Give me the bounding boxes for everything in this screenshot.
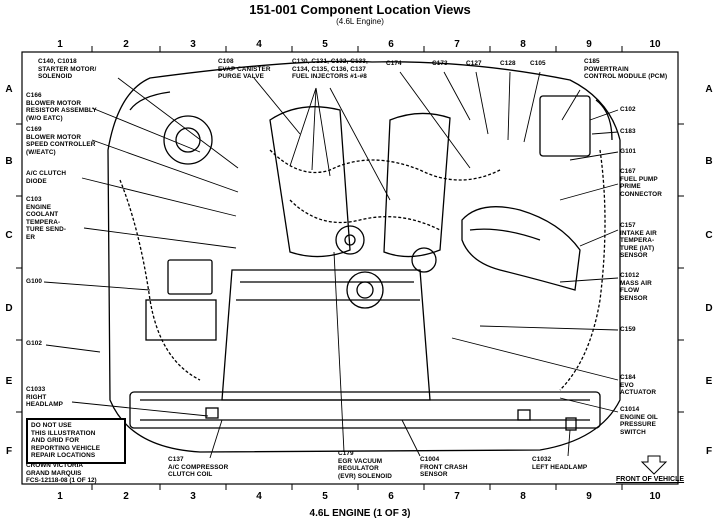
grid-col-3-top: 3 [190,39,196,50]
grid-col-1-bottom: 1 [57,491,63,502]
callout-g101: G101 [620,148,637,155]
callout-c128: C128 [500,60,516,67]
callout-c174: C174 [386,60,402,67]
grid-col-7-bottom: 7 [454,491,460,502]
callout-c1014-oil-pressure: C1014 ENGINE OIL PRESSURE SWITCH [620,406,658,436]
callout-c102: C102 [620,106,636,113]
footer-title: 4.6L ENGINE (1 OF 3) [309,508,411,519]
page-title: 151-001 Component Location Views [249,2,471,17]
vehicle-info: CROWN VICTORIA GRAND MARQUIS FCS-12118-0… [26,462,97,485]
front-of-vehicle-label: FRONT OF VEHICLE [616,476,685,483]
callout-c173: C173 [432,60,448,67]
grid-col-10-top: 10 [649,39,661,50]
callout-c108-evap-purge: C108 EVAP CANISTER PURGE VALVE [218,58,271,81]
callout-c137-ac-compressor: C137 A/C COMPRESSOR CLUTCH COIL [168,456,229,479]
grid-col-2-bottom: 2 [123,491,129,502]
callout-c159: C159 [620,326,636,333]
grid-col-6-bottom: 6 [388,491,394,502]
grid-col-10-bottom: 10 [649,491,661,502]
grid-row-c-left: C [5,230,13,241]
callout-c140-starter: C140, C1018 STARTER MOTOR/ SOLENOID [38,58,97,81]
callout-c105: C105 [530,60,546,67]
callout-c184-evo-actuator: C184 EVO ACTUATOR [620,374,657,397]
grid-col-8-top: 8 [520,39,526,50]
callout-c1004-crash-sensor: C1004 FRONT CRASH SENSOR [420,456,468,479]
grid-col-9-bottom: 9 [586,491,592,502]
callout-c1032-left-headlamp: C1032 LEFT HEADLAMP [532,456,588,471]
callout-c103-coolant-sender: C103 ENGINE COOLANT TEMPERA- TURE SEND- … [26,196,67,241]
callout-ac-clutch-diode: A/C CLUTCH DIODE [26,170,67,185]
grid-row-c-right: C [705,230,713,241]
callout-c183: C183 [620,128,636,135]
grid-col-5-bottom: 5 [322,491,328,502]
grid-col-2-top: 2 [123,39,129,50]
callout-c1033-right-headlamp: C1033 RIGHT HEADLAMP [26,386,64,409]
grid-row-d-left: D [5,303,13,314]
grid-row-b-left: B [5,156,13,167]
engine-bay [107,60,621,453]
grid-row-e-left: E [5,376,13,387]
callout-g102: G102 [26,340,43,347]
page-subtitle: (4.6L Engine) [336,17,384,26]
callout-c169-blower-controller: C169 BLOWER MOTOR SPEED CONTROLLER (W/EA… [26,126,96,156]
grid-ticks [16,46,684,490]
disclaimer-box: DO NOT USE THIS ILLUSTRATION AND GRID FO… [26,418,126,464]
grid-row-e-right: E [705,376,713,387]
callout-c157-iat-sensor: C157 INTAKE AIR TEMPERA- TURE (IAT) SENS… [620,222,657,260]
callout-c127: C127 [466,60,482,67]
grid-row-b-right: B [705,156,713,167]
leader-lines [43,71,619,459]
grid-col-5-top: 5 [322,39,328,50]
grid-col-4-bottom: 4 [256,491,262,502]
front-arrow [640,455,668,475]
callout-c130-fuel-injectors: C130, C131, C132, C133, C134, C135, C136… [292,58,368,81]
grid-col-8-bottom: 8 [520,491,526,502]
grid-row-f-right: F [705,446,713,457]
grid-row-a-left: A [5,84,13,95]
callout-c179-egr-solenoid: C179 EGR VACUUM REGULATOR (EVR) SOLENOID [338,450,392,480]
grid-col-9-top: 9 [586,39,592,50]
grid-row-f-left: F [5,446,13,457]
grid-row-d-right: D [705,303,713,314]
grid-row-a-right: A [705,84,713,95]
grid-col-6-top: 6 [388,39,394,50]
callout-c167-fuel-pump-prime: C167 FUEL PUMP PRIME CONNECTOR [620,168,662,198]
callout-c166-blower-resistor: C166 BLOWER MOTOR RESISTOR ASSEMBLY (W/O… [26,92,97,122]
callout-c1012-maf-sensor: C1012 MASS AIR FLOW SENSOR [620,272,652,302]
callout-g100: G100 [26,278,43,285]
grid-col-3-bottom: 3 [190,491,196,502]
grid-col-7-top: 7 [454,39,460,50]
grid-col-4-top: 4 [256,39,262,50]
grid-col-1-top: 1 [57,39,63,50]
callout-c185-pcm: C185 POWERTRAIN CONTROL MODULE (PCM) [584,58,668,81]
